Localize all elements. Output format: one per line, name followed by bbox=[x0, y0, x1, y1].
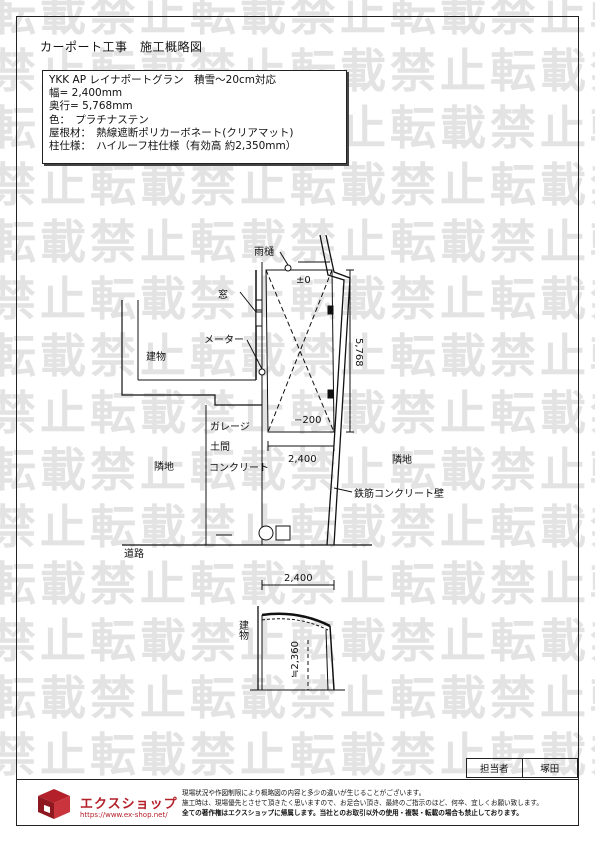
spec-line-model: YKK AP レイナポートグラン 積雪～20cm対応 bbox=[49, 74, 277, 86]
roof-diagonal-2 bbox=[267, 269, 333, 433]
footer-note-1: 現場状況や作図制限により概略図の内容と多少の違いが生じることがございます。 bbox=[182, 789, 426, 797]
person-in-charge-stamp: 担当者 塚田 bbox=[466, 758, 578, 778]
brand-logo[interactable]: エクスショップ https://www.ex-shop.net/ bbox=[36, 785, 186, 823]
elev-post bbox=[329, 625, 335, 691]
footer-note-2: 施工時は、現場優先とさせて頂きたく思いますので、お足合い頂き、最終のご指示のほど… bbox=[182, 799, 543, 807]
stamp-name: 塚田 bbox=[540, 764, 560, 775]
stamp-role: 担当者 bbox=[467, 759, 523, 777]
neighbor-left-label: 隣地 bbox=[154, 460, 174, 473]
concrete-label: コンクリート bbox=[209, 462, 269, 474]
elev-building-label: 建物 bbox=[237, 619, 249, 641]
brand-url[interactable]: https://www.ex-shop.net/ bbox=[80, 811, 168, 819]
spec-line-width: 幅= 2,400mm bbox=[49, 87, 123, 100]
width-label: 2,400 bbox=[288, 454, 317, 465]
footer: エクスショップ https://www.ex-shop.net/ 現場状況や作図… bbox=[16, 779, 579, 826]
spec-box: YKK AP レイナポートグラン 積雪～20cm対応 幅= 2,400mm 奥行… bbox=[42, 70, 347, 164]
building-outline bbox=[121, 300, 262, 406]
valve-box bbox=[275, 525, 291, 541]
gutter-mark bbox=[284, 264, 292, 272]
box-icon bbox=[38, 789, 70, 819]
spec-line-color: 色： プラチナステン bbox=[49, 113, 149, 126]
brand-name: エクスショップ bbox=[80, 797, 178, 812]
post-2 bbox=[327, 389, 334, 399]
footer-notes: 現場状況や作図制限により概略図の内容と多少の違いが生じることがございます。 施工… bbox=[182, 788, 543, 818]
building-label: 建物 bbox=[146, 350, 166, 363]
drawing-frame bbox=[16, 16, 579, 826]
page-title: カーポート工事 施工概略図 bbox=[40, 40, 203, 54]
rc-wall-outer bbox=[319, 234, 345, 546]
elev-height-label: ≒2,360 bbox=[290, 641, 301, 678]
minus200-label: −200 bbox=[294, 415, 321, 426]
elev-width-label: 2,400 bbox=[284, 573, 313, 584]
meter-label: メーター bbox=[204, 334, 244, 346]
post-1 bbox=[327, 305, 334, 315]
road-label: 道路 bbox=[124, 547, 144, 560]
depth-label: 5,768 bbox=[353, 338, 364, 367]
carport-roof bbox=[265, 269, 335, 433]
gutter-label: 雨樋 bbox=[254, 245, 274, 258]
window-mark bbox=[255, 311, 263, 327]
footer-note-3: 全ての著作権はエクスショップに帰属します。当社とのお取引以外の使用・複製・転載の… bbox=[182, 809, 523, 817]
doma-label: 土間 bbox=[210, 440, 230, 453]
meter-mark bbox=[258, 368, 266, 376]
roof-diagonal-1 bbox=[265, 269, 335, 433]
elev-roof bbox=[261, 612, 331, 628]
spec-line-depth: 奥行= 5,768mm bbox=[49, 100, 133, 113]
neighbor-right-label: 隣地 bbox=[392, 453, 412, 466]
spec-line-roof: 屋根材： 熱線遮断ポリカーボネート(クリアマット) bbox=[49, 126, 294, 139]
garage-label: ガレージ bbox=[210, 421, 250, 433]
manhole-mark bbox=[258, 525, 274, 541]
spec-line-pillar: 柱仕様： ハイルーフ柱仕様（有効高 約2,350mm） bbox=[49, 140, 297, 153]
rc-wall-label: 鉄筋コンクリート壁 bbox=[354, 487, 444, 500]
zero-level-label: ±0 bbox=[296, 275, 311, 286]
window-label: 窓 bbox=[218, 288, 228, 301]
